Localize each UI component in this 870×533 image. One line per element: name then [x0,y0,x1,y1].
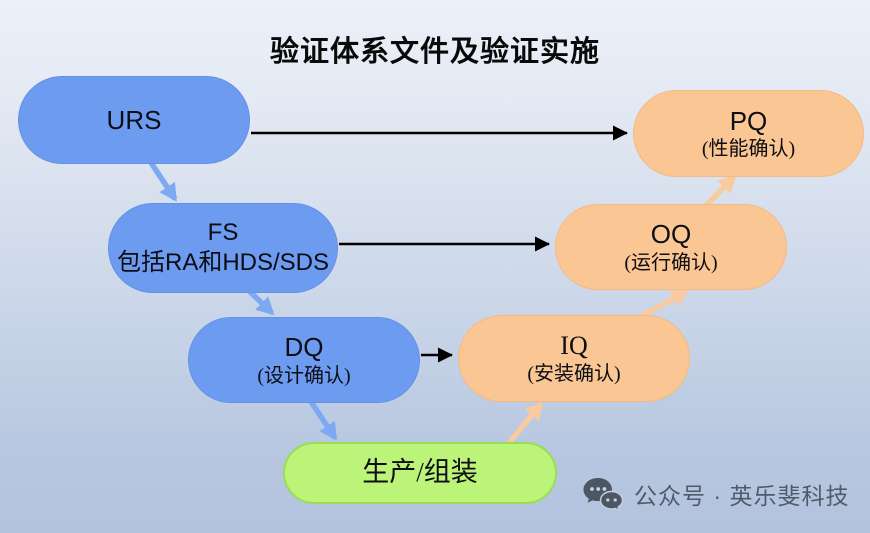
node-fs: FS 包括RA和HDS/SDS [108,203,338,293]
node-urs-label: URS [106,104,162,135]
node-dq: DQ (设计确认) [188,317,420,403]
node-pq-sublabel: (性能确认) [701,138,796,161]
node-production: 生产/组装 [283,442,557,504]
node-dq-label: DQ [284,332,324,363]
watermark: 公众号 · 英乐斐科技 [582,477,849,511]
node-iq: IQ (安装确认) [458,315,690,402]
node-iq-sublabel: (安装确认) [527,363,621,386]
page-title: 验证体系文件及验证实施 [269,36,600,68]
node-fs-sublabel: 包括RA和HDS/SDS [116,249,330,276]
node-fs-label: FS [207,219,239,246]
node-dq-sublabel: (设计确认) [257,364,351,387]
arrow-production-to-iq [501,401,544,451]
node-oq-label: OQ [650,219,692,250]
node-production-label: 生产/组装 [362,457,478,488]
wechat-public-account-icon [583,478,624,511]
node-pq-label: PQ [729,105,768,136]
node-oq-sublabel: (运行确认) [624,251,718,274]
node-iq-label: IQ [560,330,588,360]
node-oq: OQ (运行确认) [555,204,787,290]
node-urs: URS [18,76,250,164]
node-pq: PQ (性能确认) [633,90,864,177]
watermark-label: 公众号 · 英乐斐科技 [634,483,850,509]
